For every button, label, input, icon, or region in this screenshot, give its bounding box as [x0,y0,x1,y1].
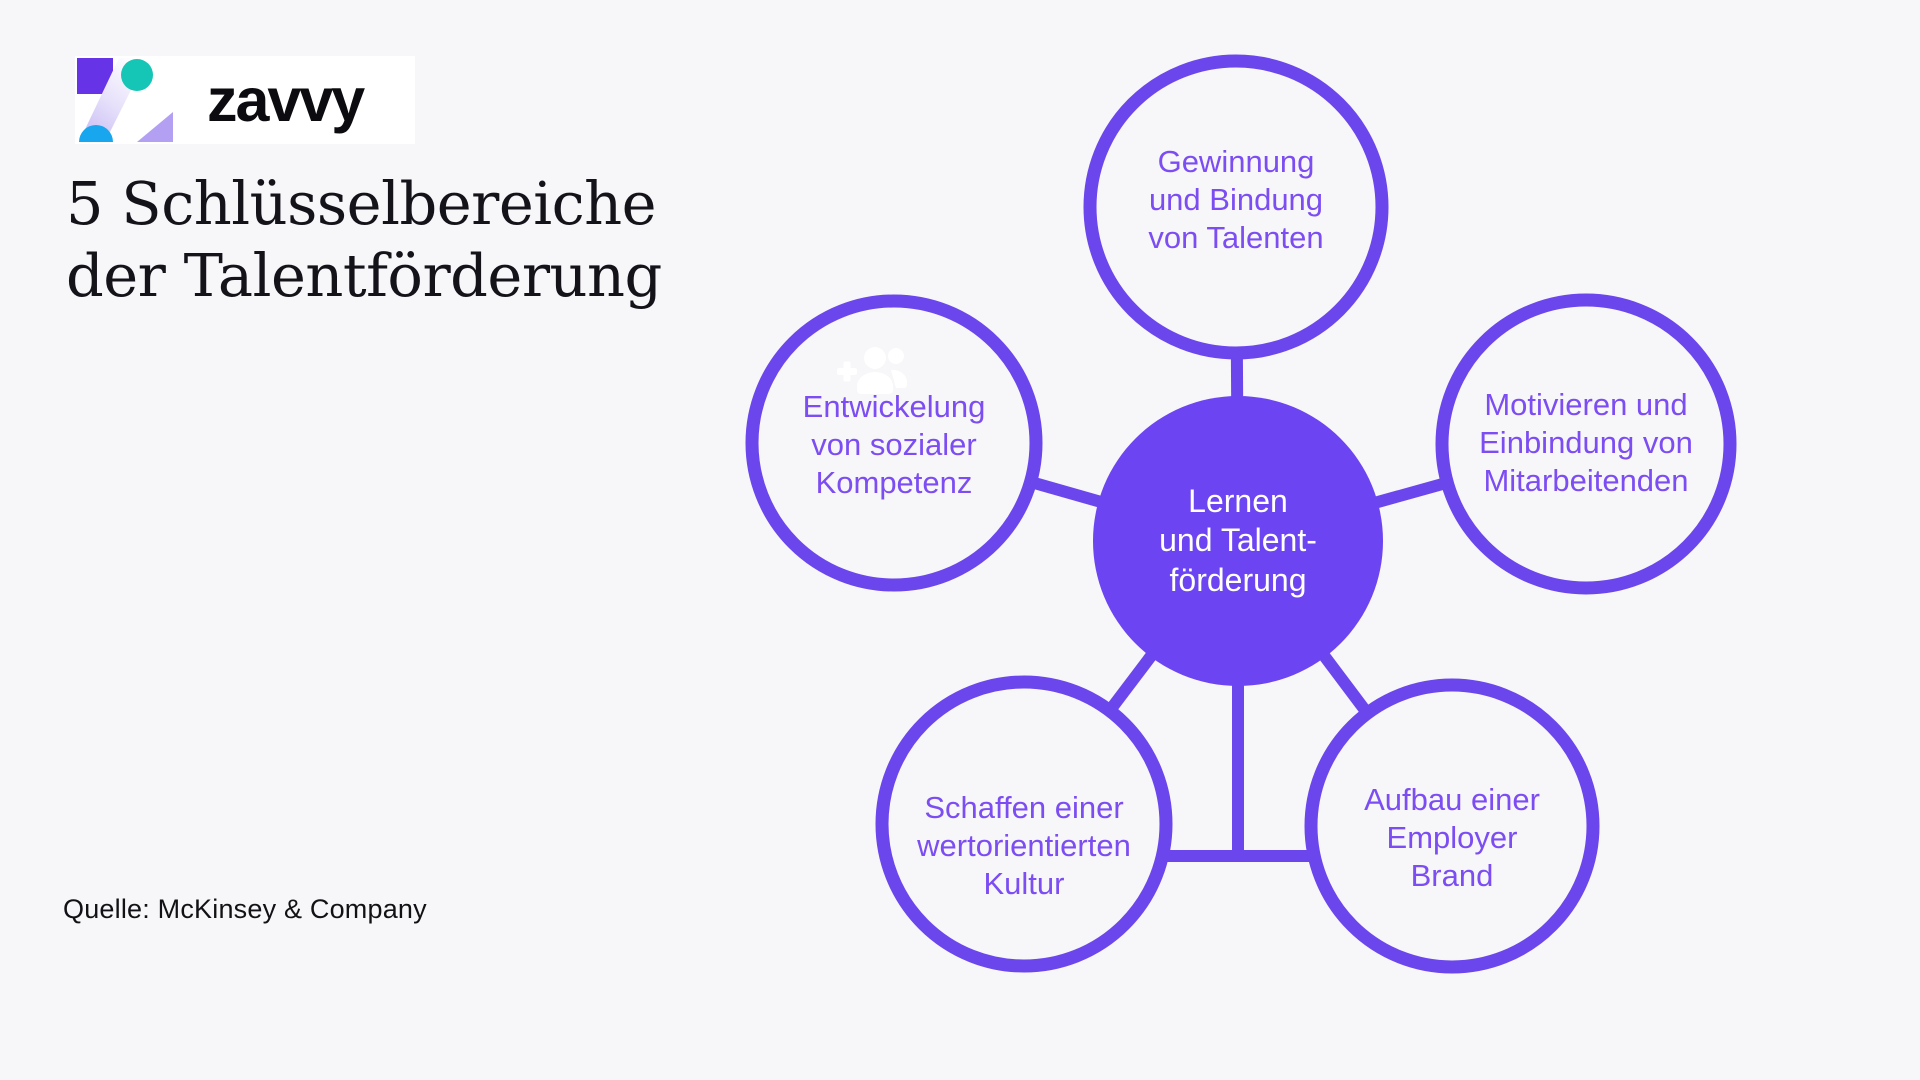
label-bottom-right: Aufbau einer Employer Brand [1364,781,1540,894]
brand-logo: zavvy [75,56,415,144]
circle-right [1435,293,1737,595]
zavvy-wordmark: zavvy [207,65,365,134]
circle-center-hub [1093,396,1383,686]
circle-left [745,294,1043,592]
logo-circle [121,59,153,91]
outer-circles [745,54,1737,974]
zavvy-logo-icon [77,58,173,142]
label-top: Gewinnung und Bindung von Talenten [1148,143,1324,256]
label-center-hub: Lernen und Talent- förderung [1159,482,1317,598]
label-left: Entwickelung von sozialer Kompetenz [802,388,986,501]
add-user-icon [837,347,908,394]
page-title: 5 Schlüsselbereiche der Talentförderung [66,168,662,312]
title-line-2: der Talentförderung [66,240,662,310]
circle-top [1083,54,1389,360]
source-caption: Quelle: McKinsey & Company [63,894,427,924]
label-bottom-left: Schaffen einer wertorientierten Kultur [917,789,1131,902]
title-line-1: 5 Schlüsselbereiche [66,169,657,238]
logo-semicircle [79,125,113,142]
circle-bottom-left [875,675,1173,973]
logo-triangle [137,112,173,142]
label-right: Motivieren und Einbindung von Mitarbeite… [1479,386,1693,499]
circle-bottom-right [1304,678,1600,974]
